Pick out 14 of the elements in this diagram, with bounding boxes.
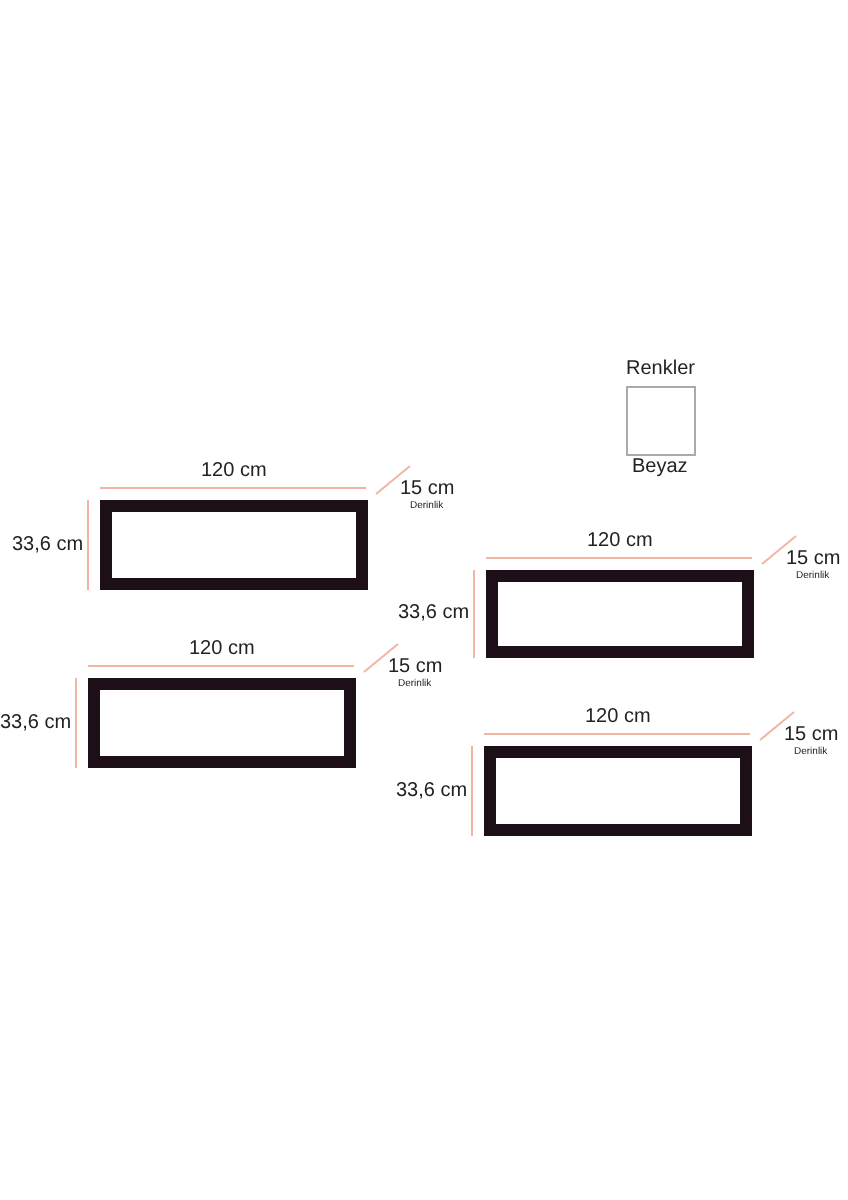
- depth-dimension: 15 cm: [388, 658, 443, 678]
- depth-dimension: 15 cm: [786, 550, 841, 570]
- depth-dimension: 15 cm: [784, 726, 839, 746]
- width-dimension: 120 cm: [585, 708, 651, 728]
- height-dimension: 33,6 cm: [0, 713, 72, 733]
- depth-dimension: 15 cm: [400, 480, 455, 500]
- height-dimension: 33,6 cm: [398, 604, 470, 624]
- height-dimension: 33,6 cm: [12, 535, 84, 555]
- legend-heading: Renkler: [626, 360, 695, 380]
- legend-label: Beyaz: [632, 458, 688, 478]
- width-dimension: 120 cm: [201, 462, 267, 482]
- width-dimension: 120 cm: [189, 640, 255, 660]
- height-dimension: 33,6 cm: [396, 781, 468, 801]
- width-dimension: 120 cm: [587, 532, 653, 552]
